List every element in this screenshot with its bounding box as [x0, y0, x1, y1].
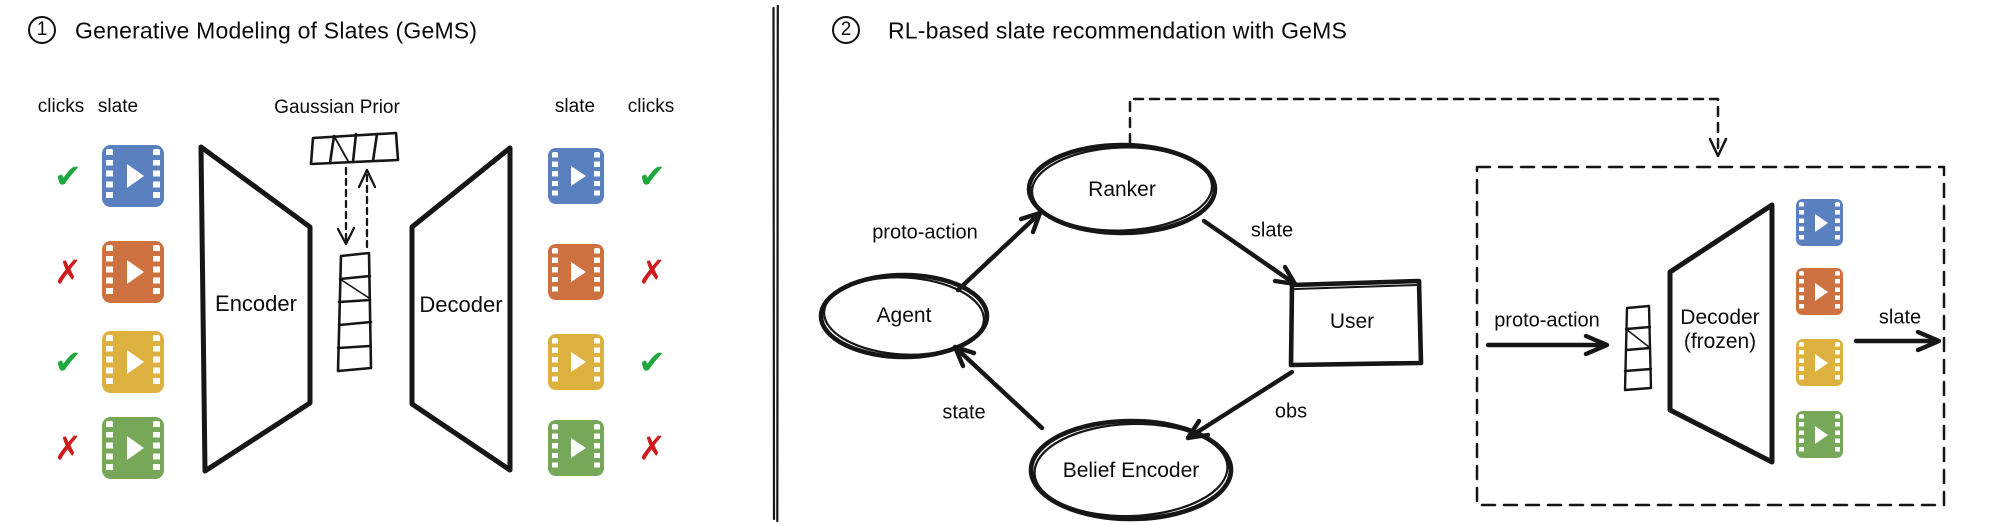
- slate-edge-label: slate: [1250, 219, 1294, 242]
- decoder-frozen-label-line2: (frozen): [1683, 330, 1757, 353]
- play-icon: [127, 260, 145, 284]
- slate-out-label: slate: [1878, 306, 1922, 329]
- decoder-frozen-label-line1: Decoder: [1680, 306, 1760, 329]
- agent-label: Agent: [876, 304, 932, 327]
- decoder-frozen-label: Decoder (frozen): [1680, 306, 1759, 354]
- latent-vector-frozen: [1623, 304, 1653, 392]
- movie-icon: [102, 241, 164, 303]
- panel2-title: RL-based slate recommendation with GeMS: [888, 17, 1348, 44]
- decoder-shape: [409, 145, 513, 473]
- movie-icon: [548, 420, 604, 476]
- movie-icon: [1796, 339, 1843, 386]
- cross-icon: ✗: [638, 429, 666, 467]
- movie-icon: [102, 145, 164, 207]
- dashed-feedback-line: [1128, 97, 1728, 158]
- play-icon: [570, 262, 586, 282]
- obs-edge-label: obs: [1274, 400, 1308, 423]
- cross-icon: ✗: [638, 253, 666, 291]
- sample-arrow-down: [336, 166, 356, 246]
- arrow-belief-to-agent: [952, 344, 1045, 431]
- arrow-agent-to-ranker: [955, 210, 1043, 293]
- play-icon: [127, 436, 145, 460]
- state-edge-label: state: [942, 401, 986, 424]
- ranker-label: Ranker: [1088, 178, 1156, 201]
- arrow-user-to-belief: [1185, 369, 1295, 441]
- gaussian-prior-label: Gaussian Prior: [274, 97, 400, 118]
- encoder-label: Encoder: [215, 291, 297, 316]
- play-icon: [1815, 425, 1829, 444]
- movie-icon: [548, 334, 604, 390]
- user-box: [1288, 278, 1424, 368]
- movie-icon: [1796, 199, 1843, 246]
- movie-icon: [548, 148, 604, 204]
- movie-icon: [1796, 411, 1843, 458]
- movie-icon: [548, 244, 604, 300]
- ranker-ellipse: [1026, 142, 1218, 236]
- gems-dashed-box: [1475, 165, 1946, 507]
- play-icon: [127, 350, 145, 374]
- column-header-clicks-right: clicks: [627, 96, 675, 117]
- play-icon: [1815, 282, 1829, 301]
- sample-arrow-up: [357, 168, 377, 249]
- belief-encoder-label: Belief Encoder: [1062, 459, 1200, 482]
- movie-icon: [102, 417, 164, 479]
- user-label: User: [1329, 310, 1375, 333]
- latent-vector: [336, 251, 373, 373]
- column-header-slate-left: slate: [97, 96, 139, 117]
- check-icon: ✔: [54, 157, 82, 195]
- panel-divider: [772, 6, 776, 521]
- play-icon: [570, 438, 586, 458]
- decoder-label: Decoder: [419, 292, 503, 317]
- proto-action-edge-label: proto-action: [872, 221, 978, 244]
- arrow-proto-action: [1485, 333, 1610, 357]
- panel1-number-badge: 1: [28, 16, 56, 44]
- cross-icon: ✗: [54, 429, 82, 467]
- arrow-ranker-to-user: [1201, 218, 1298, 287]
- gaussian-prior-vector: [309, 131, 400, 166]
- proto-action-box-label: proto-action: [1494, 309, 1600, 332]
- agent-ellipse: [818, 272, 990, 360]
- decoder-frozen-shape: [1667, 202, 1775, 465]
- movie-icon: [1796, 268, 1843, 315]
- check-icon: ✔: [638, 157, 666, 195]
- cross-icon: ✗: [54, 253, 82, 291]
- check-icon: ✔: [54, 343, 82, 381]
- column-header-clicks-left: clicks: [37, 96, 85, 117]
- play-icon: [570, 166, 586, 186]
- play-icon: [570, 352, 586, 372]
- play-icon: [1815, 353, 1829, 372]
- play-icon: [127, 164, 145, 188]
- belief-encoder-ellipse: [1028, 418, 1234, 522]
- arrow-slate-out: [1853, 329, 1942, 353]
- check-icon: ✔: [638, 343, 666, 381]
- play-icon: [1815, 213, 1829, 232]
- column-header-slate-right: slate: [554, 96, 596, 117]
- panel2-number-badge: 2: [832, 16, 860, 44]
- panel1-title: Generative Modeling of Slates (GeMS): [75, 17, 478, 44]
- movie-icon: [102, 331, 164, 393]
- encoder-shape: [198, 144, 313, 474]
